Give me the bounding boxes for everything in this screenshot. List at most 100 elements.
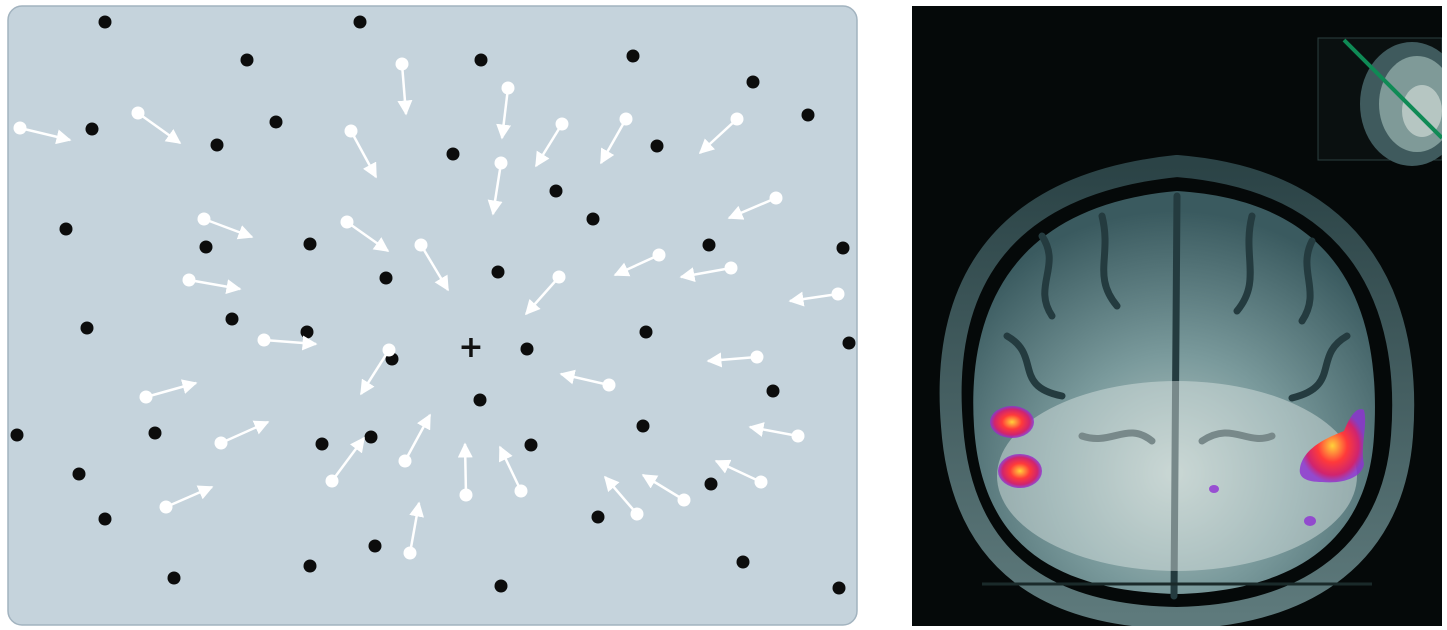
stationary-dot bbox=[766, 384, 780, 398]
stationary-dot bbox=[240, 53, 254, 67]
moving-dot bbox=[727, 191, 783, 220]
moving-dot-head bbox=[414, 238, 428, 252]
moving-dot bbox=[457, 442, 473, 502]
stationary-dot bbox=[520, 342, 534, 356]
moving-dot bbox=[748, 422, 805, 443]
motion-arrow bbox=[220, 420, 270, 445]
moving-dot bbox=[679, 261, 738, 282]
moving-dot-head bbox=[494, 156, 508, 170]
moving-dot bbox=[395, 57, 413, 116]
stationary-dot bbox=[494, 579, 508, 593]
moving-dot bbox=[344, 124, 378, 179]
moving-dot-head bbox=[197, 212, 211, 226]
motion-arrow bbox=[498, 445, 523, 492]
stationary-dot bbox=[300, 325, 314, 339]
stationary-dot bbox=[303, 559, 317, 573]
moving-dot-head bbox=[652, 248, 666, 262]
moving-dot bbox=[414, 238, 450, 292]
moving-dots bbox=[13, 57, 845, 560]
slice-position-line bbox=[1342, 38, 1442, 140]
stationary-dot bbox=[210, 138, 224, 152]
moving-dot bbox=[498, 445, 528, 498]
moving-dot-head bbox=[131, 106, 145, 120]
bright-tissue-region bbox=[997, 381, 1357, 571]
motion-arrow bbox=[330, 436, 366, 482]
moving-dot bbox=[159, 485, 214, 514]
stationary-dot bbox=[315, 437, 329, 451]
fmri-brain-scan bbox=[912, 6, 1442, 626]
moving-dot-head bbox=[677, 493, 691, 507]
stationary-dots bbox=[10, 15, 856, 595]
motion-arrow bbox=[727, 196, 777, 220]
activation-right-small bbox=[1304, 516, 1316, 526]
stationary-dot bbox=[225, 312, 239, 326]
motion-arrow bbox=[559, 369, 610, 387]
stationary-dot bbox=[446, 147, 460, 161]
stationary-dot bbox=[368, 539, 382, 553]
motion-arrow bbox=[408, 501, 424, 554]
motion-arrow bbox=[748, 422, 799, 438]
moving-dot-head bbox=[344, 124, 358, 138]
moving-dot-head bbox=[501, 81, 515, 95]
moving-dot-head bbox=[552, 270, 566, 284]
motion-arrow bbox=[203, 217, 254, 240]
moving-dot-head bbox=[769, 191, 783, 205]
motion-arrow bbox=[534, 123, 564, 168]
motion-arrow bbox=[487, 162, 503, 216]
moving-dot-head bbox=[602, 378, 616, 392]
moving-dot-head bbox=[159, 500, 173, 514]
moving-dot-head bbox=[398, 454, 412, 468]
stationary-dot bbox=[832, 581, 846, 595]
activation-right bbox=[1299, 409, 1366, 483]
moving-dot bbox=[403, 501, 424, 560]
motion-arrow bbox=[263, 335, 318, 351]
moving-dot bbox=[398, 413, 432, 468]
motion-arrow bbox=[359, 349, 391, 396]
stationary-dot bbox=[72, 467, 86, 481]
motion-arrow bbox=[604, 475, 638, 515]
motion-arrow bbox=[145, 379, 198, 399]
motion-arrow bbox=[397, 63, 413, 116]
motion-arrow bbox=[706, 352, 758, 368]
stationary-dot bbox=[98, 15, 112, 29]
moving-dot bbox=[214, 420, 270, 450]
motion-arrow bbox=[457, 442, 473, 496]
stationary-dot bbox=[10, 428, 24, 442]
stationary-dot bbox=[148, 426, 162, 440]
stationary-dot bbox=[636, 419, 650, 433]
activation-left-lower bbox=[998, 454, 1042, 488]
stationary-dot bbox=[199, 240, 213, 254]
moving-dot-head bbox=[791, 429, 805, 443]
stationary-dot bbox=[59, 222, 73, 236]
slice-localizer-inset bbox=[1317, 37, 1442, 166]
moving-dot bbox=[788, 287, 845, 307]
motion-arrow bbox=[165, 485, 214, 509]
motion-arrow bbox=[19, 126, 72, 145]
motion-arrow bbox=[349, 130, 378, 179]
moving-dot-head bbox=[630, 507, 644, 521]
moving-dot bbox=[559, 369, 616, 392]
stationary-dot bbox=[842, 336, 856, 350]
moving-dot-head bbox=[340, 215, 354, 229]
moving-dot bbox=[599, 112, 633, 165]
moving-dot bbox=[197, 212, 254, 240]
stationary-dot bbox=[549, 184, 563, 198]
moving-dot bbox=[525, 270, 566, 316]
moving-dot bbox=[13, 121, 72, 145]
motion-arrow bbox=[599, 118, 628, 165]
stationary-dot bbox=[702, 238, 716, 252]
motion-arrow bbox=[679, 266, 732, 282]
stimulus-background bbox=[7, 5, 858, 626]
moving-dot-head bbox=[214, 436, 228, 450]
motion-arrow bbox=[137, 111, 182, 145]
moving-dot-head bbox=[555, 117, 569, 131]
moving-dot-head bbox=[382, 343, 396, 357]
stationary-dot bbox=[80, 321, 94, 335]
moving-dot-head bbox=[750, 350, 764, 364]
moving-dot bbox=[340, 215, 390, 253]
moving-dot-head bbox=[182, 273, 196, 287]
stationary-dot bbox=[746, 75, 760, 89]
stationary-dot bbox=[736, 555, 750, 569]
brain-sulci bbox=[1003, 192, 1351, 600]
moving-dot bbox=[257, 333, 318, 351]
